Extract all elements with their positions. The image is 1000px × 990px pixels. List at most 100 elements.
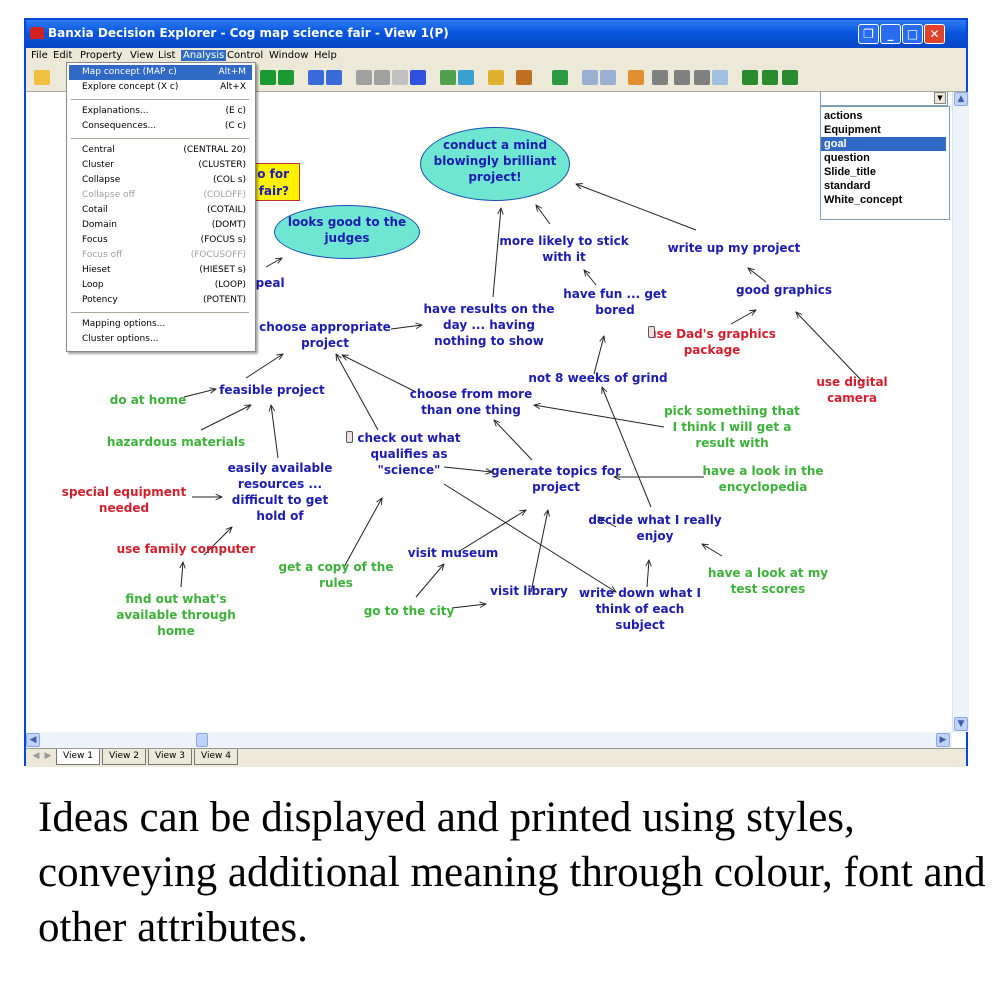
maximize-button[interactable]: □ (902, 24, 923, 44)
menu-item-collapse[interactable]: Collapse(COL s) (69, 173, 252, 188)
menu-item-focus[interactable]: Focus(FOCUS s) (69, 233, 252, 248)
align-right-icon[interactable] (762, 70, 778, 85)
grid-icon[interactable] (694, 70, 710, 85)
brush-icon[interactable] (458, 70, 474, 85)
concept-choose-appropriate-project[interactable]: choose appropriate project (259, 320, 391, 350)
concept-not-8-weeks[interactable]: not 8 weeks of grind (528, 371, 668, 385)
concept-feasible-project[interactable]: feasible project (219, 383, 325, 397)
new-concept-icon[interactable] (34, 70, 50, 85)
style-list-item[interactable]: Equipment (824, 124, 881, 136)
menu-item-mapping-options[interactable]: Mapping options... (69, 317, 252, 332)
concept-decide-what-i-enjoy[interactable]: decide what I really enjoy (588, 513, 722, 543)
concept-copy-of-rules[interactable]: get a copy of the rules (278, 560, 394, 590)
memo-pin-icon[interactable] (346, 431, 353, 443)
tab-view-1[interactable]: View 1 (56, 749, 100, 765)
tab-view-3[interactable]: View 3 (148, 749, 192, 765)
edit-icon[interactable] (488, 70, 504, 85)
concept-dads-graphics-package[interactable]: use Dad's graphics package (648, 327, 776, 357)
document-icon[interactable] (552, 70, 568, 85)
font-size-down-icon[interactable] (674, 70, 690, 85)
menu-window[interactable]: Window (269, 50, 309, 61)
concept-check-out-science[interactable]: check out what qualifies as "science" (357, 431, 461, 477)
restore-icon[interactable]: ❐ (858, 24, 879, 44)
menu-help[interactable]: Help (314, 50, 337, 61)
menu-item-cotail[interactable]: Cotail(COTAIL) (69, 203, 252, 218)
concept-write-up-project[interactable]: write up my project (667, 241, 801, 255)
concept-generate-topics[interactable]: generate topics for project (491, 464, 621, 494)
scroll-thumb[interactable] (196, 733, 208, 747)
scroll-down-icon[interactable]: ▼ (954, 717, 968, 731)
panel-icon[interactable] (600, 70, 616, 85)
menu-control[interactable]: Control (227, 50, 264, 61)
concept-pick-something[interactable]: pick something that I think I will get a… (664, 404, 800, 450)
tab-view-4[interactable]: View 4 (194, 749, 238, 765)
concept-more-likely-to-stick[interactable]: more likely to stick with it (499, 234, 629, 264)
menu-item-map-concept-map-c[interactable]: Map concept (MAP c)Alt+M (69, 65, 252, 80)
style-list-item[interactable]: standard (824, 180, 871, 192)
memo-pin-icon[interactable] (648, 326, 655, 338)
group-icon[interactable] (356, 70, 372, 85)
concept-encyclopedia[interactable]: have a look in the encyclopedia (702, 464, 824, 494)
menu-item-hieset[interactable]: Hieset(HIESET s) (69, 263, 252, 278)
menu-item-consequences[interactable]: Consequences...(C c) (69, 119, 252, 134)
menu-property[interactable]: Property (80, 50, 123, 61)
expand-icon[interactable] (260, 70, 276, 85)
menu-item-cluster[interactable]: Cluster(CLUSTER) (69, 158, 252, 173)
menu-item-potency[interactable]: Potency(POTENT) (69, 293, 252, 308)
concept-good-graphics[interactable]: good graphics (736, 283, 832, 297)
window-icon[interactable] (582, 70, 598, 85)
style-list-item[interactable]: question (824, 152, 870, 164)
close-button[interactable]: ✕ (924, 24, 945, 44)
menu-list[interactable]: List (158, 50, 176, 61)
forward-icon[interactable] (410, 70, 426, 85)
ungroup-icon[interactable] (374, 70, 390, 85)
style-selector[interactable]: ▼ (820, 92, 948, 106)
concept-find-out-home[interactable]: find out what's available through home (116, 592, 236, 638)
goal-node[interactable] (420, 127, 570, 201)
title-bar[interactable]: Banxia Decision Explorer - Cog map scien… (26, 20, 966, 48)
concept-visit-library[interactable]: visit library (490, 584, 568, 598)
menu-item-central[interactable]: Central(CENTRAL 20) (69, 143, 252, 158)
align-left-icon[interactable] (742, 70, 758, 85)
concept-have-fun[interactable]: have fun ... get bored (563, 287, 667, 317)
concept-go-to-city[interactable]: go to the city (363, 604, 455, 618)
concept-have-results[interactable]: have results on the day ... having nothi… (423, 302, 555, 348)
concept-write-down-subject[interactable]: write down what I think of each subject (579, 586, 701, 632)
chevron-down-icon[interactable]: ▼ (934, 92, 946, 104)
tab-prev-icon[interactable]: ◀ (30, 749, 42, 765)
concept-visit-museum[interactable]: visit museum (407, 546, 499, 560)
horizontal-scrollbar[interactable]: ◀ ▶ (26, 732, 952, 748)
unlink-icon[interactable] (326, 70, 342, 85)
scroll-right-icon[interactable]: ▶ (936, 733, 950, 747)
concept-family-computer[interactable]: use family computer (116, 542, 256, 556)
zoom-icon[interactable] (712, 70, 728, 85)
concept-special-equipment[interactable]: special equipment needed (61, 485, 187, 515)
menu-file[interactable]: File (31, 50, 48, 61)
scroll-up-icon[interactable]: ▲ (954, 92, 968, 106)
menu-view[interactable]: View (130, 50, 154, 61)
chart-icon[interactable] (440, 70, 456, 85)
menu-item-explore-concept-x-c[interactable]: Explore concept (X c)Alt+X (69, 80, 252, 95)
menu-item-domain[interactable]: Domain(DOMT) (69, 218, 252, 233)
menu-edit[interactable]: Edit (53, 50, 73, 61)
eye-icon[interactable] (516, 70, 532, 85)
style-list-item[interactable]: White_concept (824, 194, 903, 206)
tab-view-2[interactable]: View 2 (102, 749, 146, 765)
style-list-item-selected[interactable]: goal (821, 137, 946, 151)
style-list-item[interactable]: actions (824, 110, 863, 122)
distribute-icon[interactable] (782, 70, 798, 85)
collapse-icon[interactable] (278, 70, 294, 85)
font-size-up-icon[interactable] (652, 70, 668, 85)
judges-goal-node[interactable] (274, 205, 420, 259)
concept-digital-camera[interactable]: use digital camera (816, 375, 888, 405)
concept-test-scores[interactable]: have a look at my test scores (707, 566, 829, 596)
concept-do-at-home[interactable]: do at home (109, 393, 187, 407)
vertical-scrollbar[interactable]: ▲ ▼ (952, 92, 969, 732)
tab-next-icon[interactable]: ▶ (42, 749, 54, 765)
style-list-item[interactable]: Slide_title (824, 166, 876, 178)
link-icon[interactable] (308, 70, 324, 85)
concept-choose-from-more[interactable]: choose from more than one thing (409, 387, 533, 417)
map-canvas[interactable]: conduct a mind blowingly brilliant proje… (26, 92, 952, 732)
menu-item-loop[interactable]: Loop(LOOP) (69, 278, 252, 293)
tools-icon[interactable] (392, 70, 408, 85)
